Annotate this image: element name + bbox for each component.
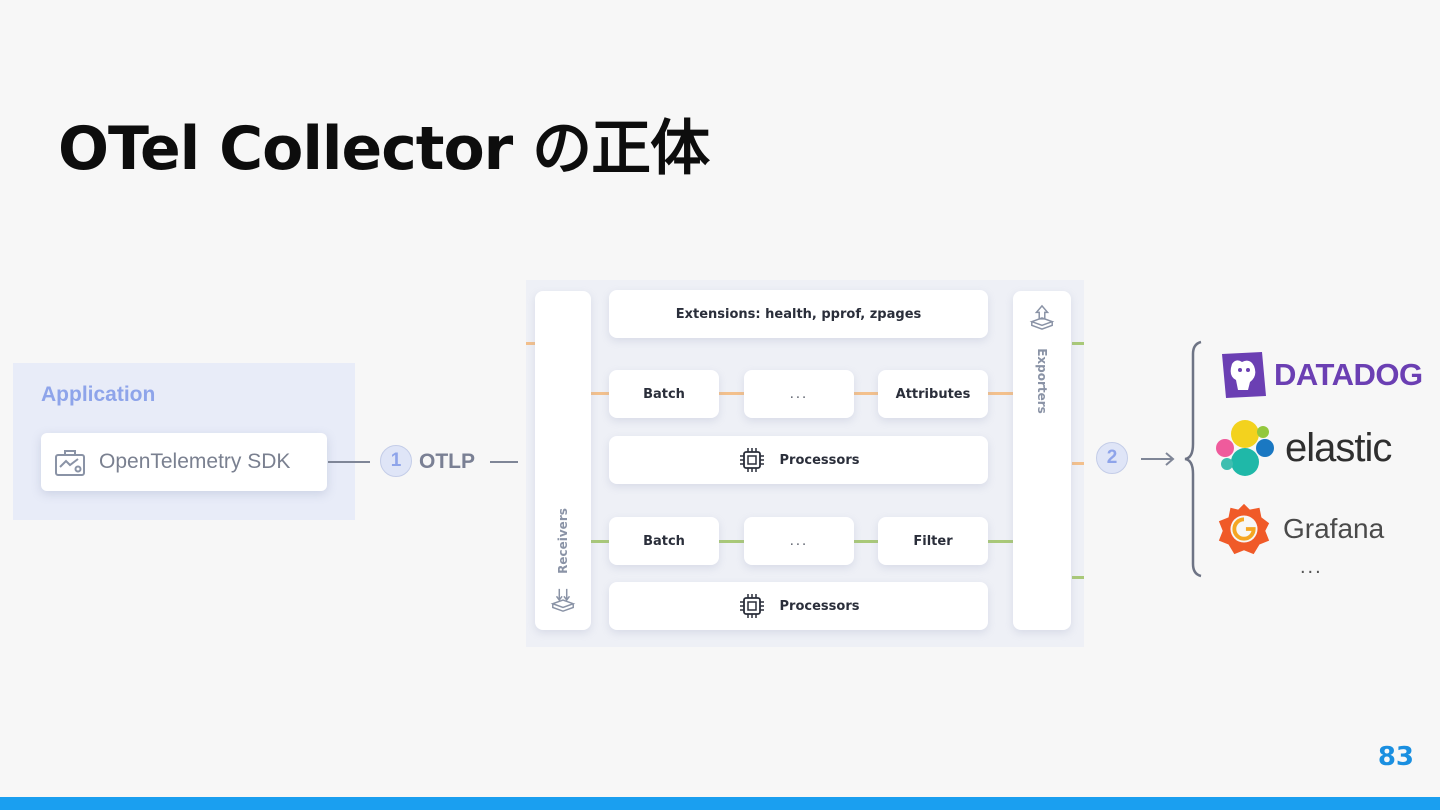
brace-icon: [1184, 340, 1202, 578]
receive-icon: [550, 588, 576, 612]
batch-processor-1: Batch: [609, 370, 719, 418]
elastic-logo: elastic: [1215, 418, 1392, 478]
sdk-label: OpenTelemetry SDK: [99, 450, 291, 473]
application-label: Application: [41, 383, 156, 406]
datadog-text: DATADOG: [1274, 357, 1423, 392]
filter-processor: Filter: [878, 517, 988, 565]
processors-group-2: Processors: [609, 582, 988, 630]
processor-chip-icon: [739, 448, 764, 472]
toolbox-icon: [55, 450, 85, 476]
otlp-connector-line: [490, 461, 518, 463]
grafana-text: Grafana: [1283, 513, 1385, 544]
otlp-label: OTLP: [419, 450, 475, 473]
sdk-box: OpenTelemetry SDK: [41, 433, 327, 491]
datadog-logo: DATADOG: [1218, 350, 1423, 400]
processors-group-1: Processors: [609, 436, 988, 484]
bottom-accent-bar: [0, 797, 1440, 810]
ellipsis-processor-1: ...: [744, 370, 854, 418]
processors-label-1: Processors: [779, 452, 860, 468]
datadog-dog-icon: [1222, 352, 1266, 398]
receivers-column: Receivers: [535, 291, 591, 630]
collector-diagram: Receivers Exporters Extensions: health, …: [526, 280, 1084, 647]
batch-processor-2: Batch: [609, 517, 719, 565]
ellipsis-processor-2: ...: [744, 517, 854, 565]
more-backends: ...: [1300, 556, 1323, 578]
exporter-wire-mid: [1072, 462, 1084, 465]
sdk-connector-line: [328, 461, 370, 463]
elastic-text: elastic: [1285, 425, 1392, 470]
exporter-wire-top: [1072, 342, 1084, 345]
arrow-right-icon: [1141, 452, 1175, 466]
elastic-icon: [1216, 420, 1274, 476]
grafana-icon: [1218, 503, 1270, 555]
exporters-column: Exporters: [1013, 291, 1071, 630]
processors-label-2: Processors: [779, 598, 860, 614]
step-2-badge: 2: [1096, 442, 1128, 474]
step-1-badge: 1: [380, 445, 412, 477]
pipeline-wire-top: [526, 342, 536, 345]
grafana-logo: Grafana: [1215, 500, 1384, 558]
page-number: 83: [1377, 742, 1414, 772]
application-panel: Application OpenTelemetry SDK: [13, 363, 355, 520]
export-icon: [1029, 304, 1055, 330]
processor-chip-icon: [739, 594, 764, 618]
receivers-label: Receivers: [556, 508, 570, 574]
exporters-label: Exporters: [1035, 348, 1049, 414]
extensions-card: Extensions: health, pprof, zpages: [609, 290, 988, 338]
slide-title: OTel Collector の正体: [58, 114, 710, 184]
exporter-wire-bottom: [1072, 576, 1084, 579]
attributes-processor: Attributes: [878, 370, 988, 418]
